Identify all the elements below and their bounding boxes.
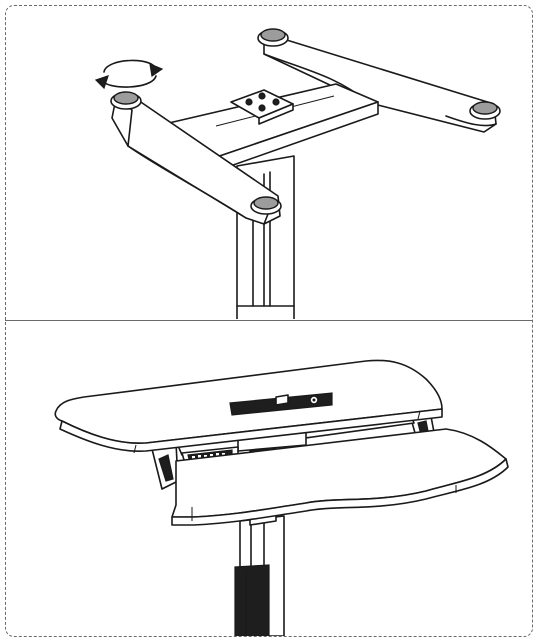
rotate-arrows-icon <box>94 59 164 90</box>
mounting-plate <box>230 89 294 125</box>
panel-divider <box>5 320 533 321</box>
dashed-frame <box>5 5 533 637</box>
leg-base-illustration <box>94 28 501 319</box>
foot-pad-rear-left <box>257 28 289 47</box>
foot-pad-front-left <box>110 91 142 110</box>
keyboard-tray <box>171 428 509 526</box>
foot-pad-front-right <box>250 196 282 215</box>
step-2-panel <box>6 321 532 636</box>
foot-pad-rear-right <box>469 101 501 120</box>
step-1-panel <box>6 6 532 319</box>
front-arm <box>111 95 281 225</box>
desk-converter-illustration <box>54 359 509 636</box>
lift-column <box>234 515 285 636</box>
lift-handle <box>229 392 333 416</box>
